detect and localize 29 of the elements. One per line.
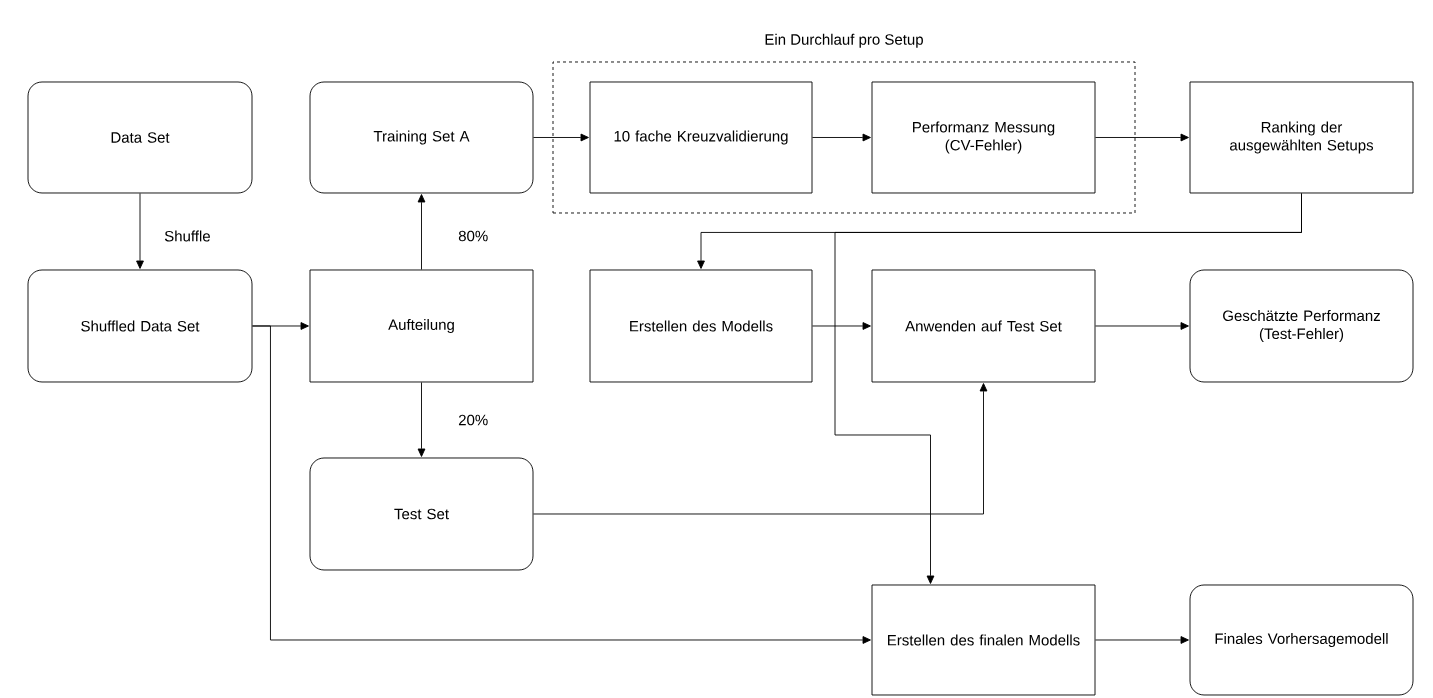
arrow	[417, 382, 426, 457]
edge-label: 20%	[456, 412, 491, 428]
group-heading: Ein Durchlauf pro Setup	[765, 33, 923, 48]
arrow	[136, 193, 144, 269]
rounded-box: Test Set	[309, 457, 534, 571]
arrow	[417, 194, 426, 270]
rounded-box: Finales Vorhersagemodell	[1189, 584, 1414, 696]
edge-label: 80%	[456, 228, 491, 244]
process-box: Erstellen des finalen Modells	[871, 584, 1096, 696]
process-box: Performanz Messung (CV-Fehler)	[871, 81, 1096, 194]
rounded-box: Training Set A	[309, 81, 534, 194]
arrow	[1095, 322, 1189, 330]
arrow	[834, 193, 1302, 584]
process-box: Erstellen des Modells	[589, 269, 813, 383]
rounded-box: Geschätzte Performanz (Test-Fehler)	[1189, 269, 1414, 383]
rounded-box: Data Set	[27, 81, 253, 194]
arrow	[812, 322, 871, 330]
process-box: Anwenden auf Test Set	[871, 269, 1096, 383]
arrow	[812, 133, 871, 142]
rounded-box: Shuffled Data Set	[27, 269, 253, 383]
arrow	[533, 383, 988, 515]
arrow	[533, 133, 589, 142]
arrow	[1095, 636, 1189, 644]
process-box: Aufteilung	[309, 269, 534, 383]
process-box: 10 fache Kreuzvalidierung	[589, 81, 813, 194]
edge-label: Shuffle	[162, 228, 213, 244]
arrow	[252, 325, 871, 644]
process-box: Ranking der ausgewählten Setups	[1189, 81, 1414, 194]
arrow	[1095, 133, 1189, 142]
